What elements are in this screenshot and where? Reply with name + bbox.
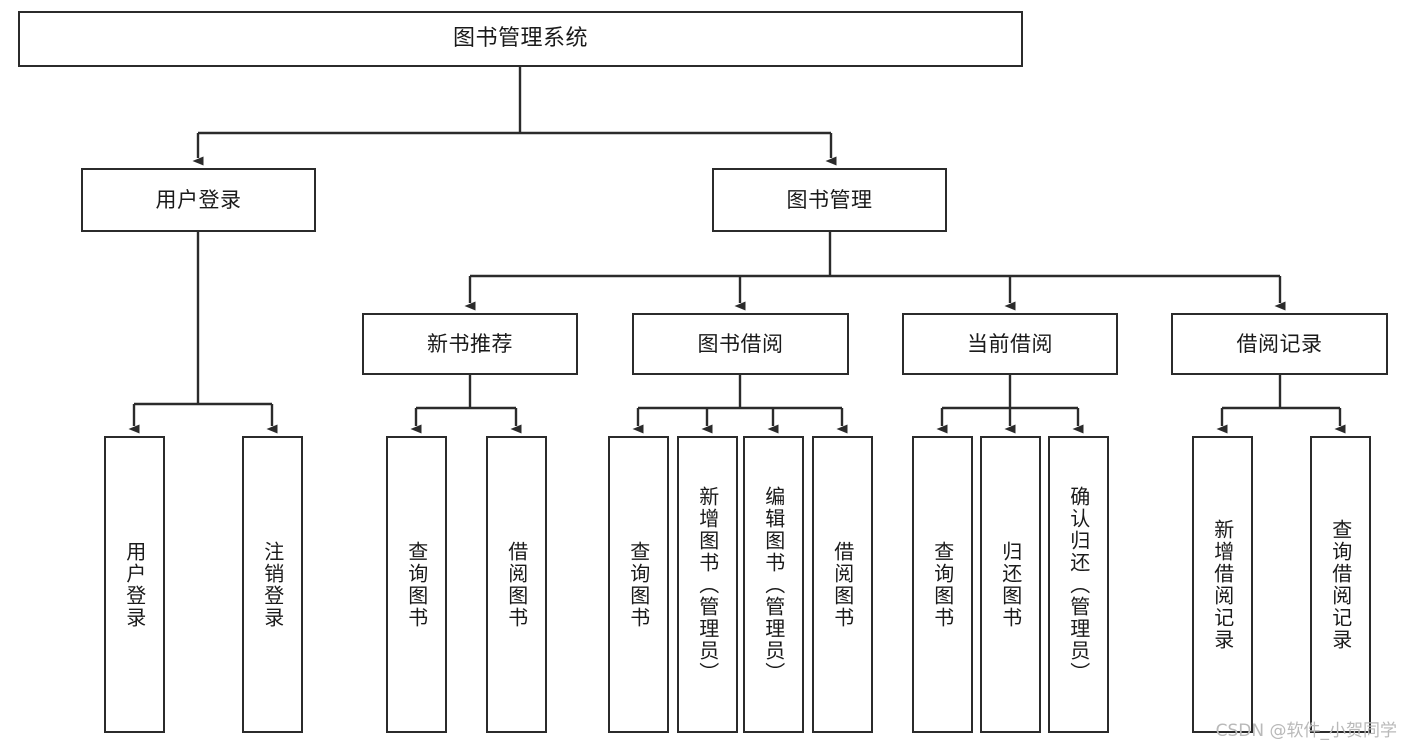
node-label: 查询借阅记录: [1328, 518, 1353, 651]
node-label: 当前借阅: [967, 331, 1053, 356]
node-leaf-add-book[interactable]: 新增图书（管理员）: [677, 436, 738, 733]
node-label: 新增图书（管理员）: [695, 485, 720, 684]
node-label: 图书管理系统: [452, 26, 588, 52]
node-borrow-record[interactable]: 借阅记录: [1171, 313, 1388, 375]
node-label: 图书借阅: [697, 331, 784, 356]
node-label: 借阅记录: [1236, 331, 1323, 356]
node-label: 图书管理: [786, 187, 873, 212]
node-leaf-query-book-current[interactable]: 查询图书: [912, 436, 973, 733]
node-leaf-borrow-book[interactable]: 借阅图书: [812, 436, 873, 733]
node-label: 注销登录: [260, 540, 285, 629]
node-user-login[interactable]: 用户登录: [81, 168, 316, 232]
node-book-management[interactable]: 图书管理: [712, 168, 947, 232]
node-current-borrow[interactable]: 当前借阅: [902, 313, 1118, 375]
node-leaf-query-book-recommend[interactable]: 查询图书: [386, 436, 447, 733]
node-leaf-user-login[interactable]: 用户登录: [104, 436, 165, 733]
node-leaf-logout[interactable]: 注销登录: [242, 436, 303, 733]
node-label: 查询图书: [930, 540, 955, 629]
node-label: 查询图书: [626, 540, 651, 629]
node-new-book-recommend[interactable]: 新书推荐: [362, 313, 578, 375]
node-label: 确认归还（管理员）: [1066, 485, 1091, 684]
node-leaf-confirm-return[interactable]: 确认归还（管理员）: [1048, 436, 1109, 733]
csdn-watermark: CSDN @软件_小贺同学: [1215, 721, 1397, 741]
node-leaf-query-borrow-record[interactable]: 查询借阅记录: [1310, 436, 1371, 733]
node-label: 查询图书: [404, 540, 429, 629]
node-label: 归还图书: [998, 540, 1023, 629]
node-leaf-edit-book[interactable]: 编辑图书（管理员）: [743, 436, 804, 733]
node-book-borrow[interactable]: 图书借阅: [632, 313, 849, 375]
node-leaf-add-borrow-record[interactable]: 新增借阅记录: [1192, 436, 1253, 733]
node-label: 借阅图书: [504, 540, 529, 629]
node-label: 借阅图书: [830, 540, 855, 629]
node-label: 编辑图书（管理员）: [761, 485, 786, 684]
node-leaf-return-book[interactable]: 归还图书: [980, 436, 1041, 733]
node-label: 用户登录: [155, 187, 242, 212]
node-leaf-query-book-borrow[interactable]: 查询图书: [608, 436, 669, 733]
node-label: 新书推荐: [427, 331, 513, 356]
node-root-book-management-system[interactable]: 图书管理系统: [18, 11, 1023, 67]
node-label: 新增借阅记录: [1210, 518, 1235, 651]
node-label: 用户登录: [122, 540, 147, 629]
node-leaf-borrow-book-recommend[interactable]: 借阅图书: [486, 436, 547, 733]
